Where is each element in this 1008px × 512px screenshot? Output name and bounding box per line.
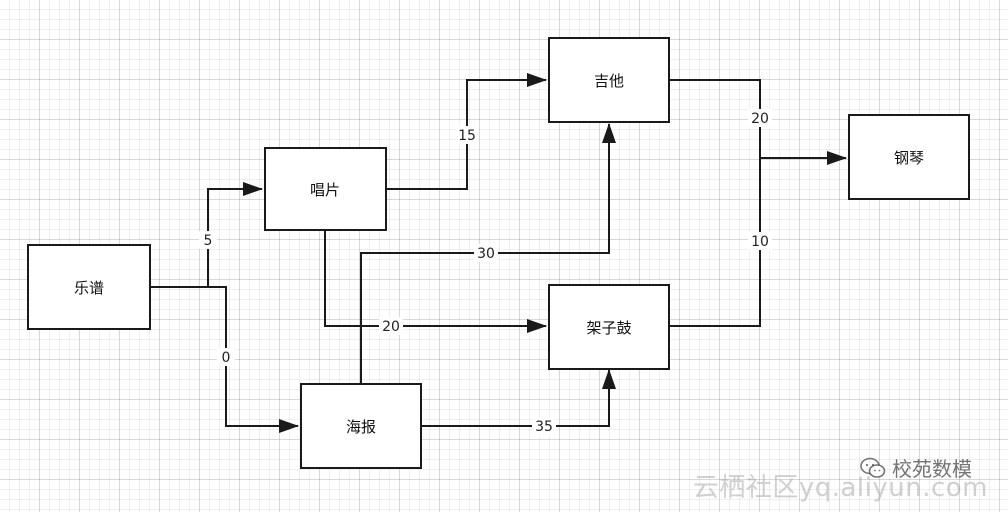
svg-text:20: 20: [751, 111, 769, 127]
edge-jiazigu-gangqin: [669, 158, 761, 327]
svg-text:架子鼓: 架子鼓: [586, 319, 631, 337]
node-jiazigu[interactable]: 架子鼓: [548, 284, 670, 370]
svg-text:海报: 海报: [346, 418, 376, 436]
edge-label-jita-gangqin: 20: [748, 109, 772, 127]
node-yuepu[interactable]: 乐谱: [27, 244, 151, 330]
svg-text:20: 20: [382, 319, 400, 335]
node-jita[interactable]: 吉他: [548, 37, 670, 123]
edge-label-yuepu-changpian: 5: [199, 231, 217, 249]
svg-text:15: 15: [458, 128, 476, 144]
edge-label-jiazigu-gangqin: 10: [748, 232, 772, 250]
svg-text:35: 35: [535, 419, 553, 435]
svg-text:吉他: 吉他: [594, 72, 624, 90]
svg-text:0: 0: [222, 350, 231, 366]
edge-label-haibao-jita: 30: [474, 244, 498, 262]
svg-text:乐谱: 乐谱: [74, 279, 104, 297]
watermark-brand: 校苑数模: [860, 453, 972, 482]
svg-text:钢琴: 钢琴: [894, 149, 924, 167]
edge-label-haibao-jiazigu: 35: [532, 417, 556, 435]
node-changpian[interactable]: 唱片: [264, 147, 387, 231]
watermark-domain: 云栖社区yq.aliyun.com: [692, 473, 988, 503]
svg-text:5: 5: [204, 233, 213, 249]
svg-text:唱片: 唱片: [310, 181, 340, 199]
edge-label-changpian-jita: 15: [456, 126, 478, 144]
svg-text:30: 30: [477, 246, 495, 262]
edge-haibao-jiazigu: [421, 369, 616, 427]
node-gangqin[interactable]: 钢琴: [848, 114, 970, 200]
svg-text:10: 10: [751, 234, 769, 250]
edge-changpian-jiazigu: [324, 230, 547, 333]
edge-label-yuepu-haibao: 0: [217, 348, 235, 366]
wechat-icon: [860, 457, 886, 478]
watermark-brand-text: 校苑数模: [892, 457, 972, 481]
watermark: 云栖社区yq.aliyun.com: [693, 467, 988, 504]
edge-label-changpian-jiazigu: 20: [379, 317, 403, 335]
node-haibao[interactable]: 海报: [300, 383, 422, 469]
